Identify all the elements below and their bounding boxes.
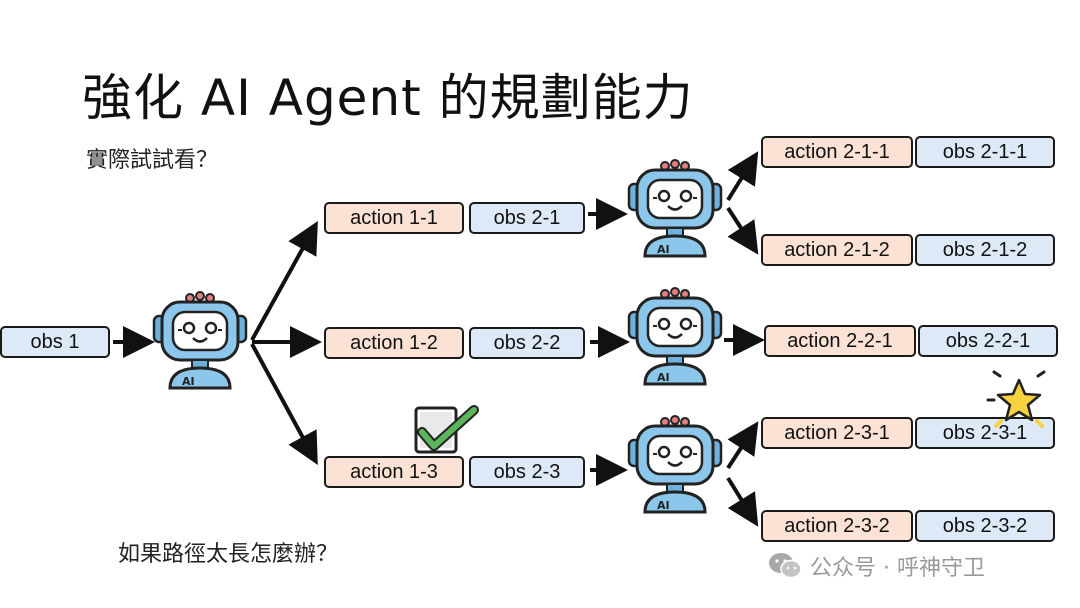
watermark: 公众号 · 呼神守卫: [768, 550, 985, 582]
robot-icon: AI: [152, 291, 248, 390]
arrow-agent-to-action-1-1: [250, 221, 318, 341]
action-2-3-2-box: action 2-3-2: [761, 510, 913, 542]
arrow-agent-to-action-2-1-1: [726, 151, 759, 202]
arrow-agent-to-action-2-3-1: [726, 421, 759, 470]
agent-root-robot: AI: [152, 290, 248, 390]
agent-robot-2-3: AI: [627, 414, 723, 514]
slide-subtitle: 實際試試看？: [86, 148, 219, 173]
arrow-agent-to-action-2-1-2: [726, 206, 759, 255]
action-2-1-2-box: action 2-1-2: [761, 234, 913, 266]
obs-2-2-box: obs 2-2: [469, 327, 585, 359]
action-2-3-1-box: action 2-3-1: [761, 417, 913, 449]
obs-2-1-2-box: obs 2-1-2: [915, 234, 1055, 266]
obs-2-1-1-box: obs 2-1-1: [915, 136, 1055, 168]
action-2-1-1-box: action 2-1-1: [761, 136, 913, 168]
agent-robot-2-1: AI: [627, 158, 723, 258]
obs-2-3-2-box: obs 2-3-2: [915, 510, 1055, 542]
obs-2-3-1-box: obs 2-3-1: [915, 417, 1055, 449]
svg-text:AI: AI: [657, 371, 670, 384]
svg-text:AI: AI: [657, 243, 670, 256]
action-2-2-1-box: action 2-2-1: [764, 325, 916, 357]
svg-text:AI: AI: [657, 499, 670, 512]
action-1-3-box: action 1-3: [324, 456, 464, 488]
action-1-2-box: action 1-2: [324, 327, 464, 359]
question-text: 如果路徑太長怎麼辦？: [118, 542, 339, 567]
obs-2-3-box: obs 2-3: [469, 456, 585, 488]
robot-icon: AI: [627, 415, 723, 514]
obs-1-box: obs 1: [0, 326, 110, 358]
star-sparkle-icon: [986, 370, 1046, 428]
wechat-icon: [769, 553, 802, 579]
obs-2-1-box: obs 2-1: [469, 202, 585, 234]
robot-icon: AI: [627, 159, 723, 258]
agent-robot-2-2: AI: [627, 286, 723, 386]
robot-icon: AI: [627, 287, 723, 386]
arrow-agent-to-action-1-3: [250, 343, 318, 466]
arrow-agent-to-action-2-3-2: [726, 476, 759, 527]
watermark-text: 公众号 · 呼神守卫: [810, 556, 985, 581]
obs-2-2-1-box: obs 2-2-1: [918, 325, 1058, 357]
svg-text:AI: AI: [182, 375, 195, 388]
checkbox-check-icon: [414, 405, 479, 454]
action-1-1-box: action 1-1: [324, 202, 464, 234]
slide-title: 強化 AI Agent 的規劃能力: [82, 69, 694, 127]
